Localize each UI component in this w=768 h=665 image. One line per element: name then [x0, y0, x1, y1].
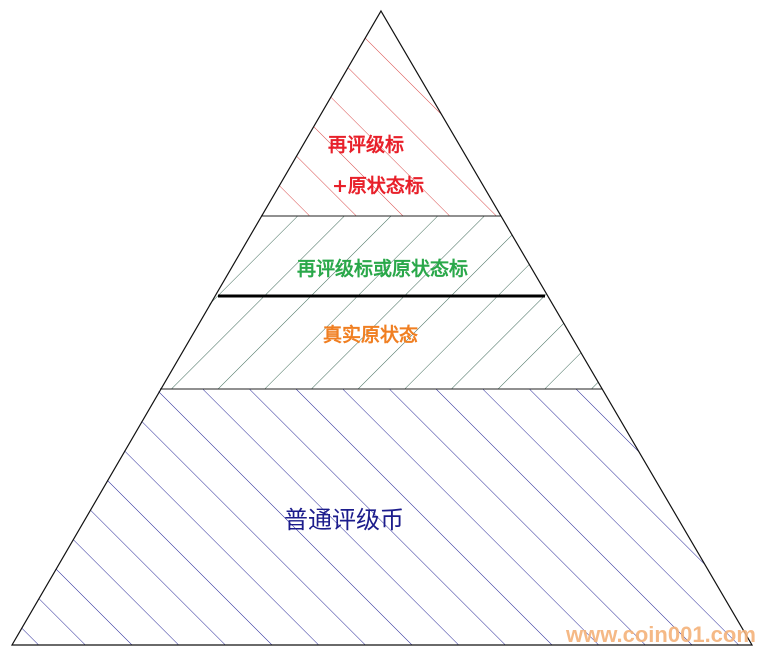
tier-bottom: [12, 389, 752, 645]
watermark: www.coin001.com: [566, 622, 756, 647]
pyramid-outline: [10, 9, 754, 646]
tier-top-label-line2: +原状态标: [332, 175, 424, 197]
tier-top: [261, 11, 501, 216]
tier-bottom-label: 普通评级币: [284, 506, 404, 534]
tier-upper-middle-label: 再评级标或原状态标: [297, 258, 469, 280]
tier-lower-middle-label: 真实原状态: [323, 324, 419, 346]
tier-middle: [160, 216, 602, 389]
tier-top-label-line1: 再评级标: [328, 134, 405, 156]
